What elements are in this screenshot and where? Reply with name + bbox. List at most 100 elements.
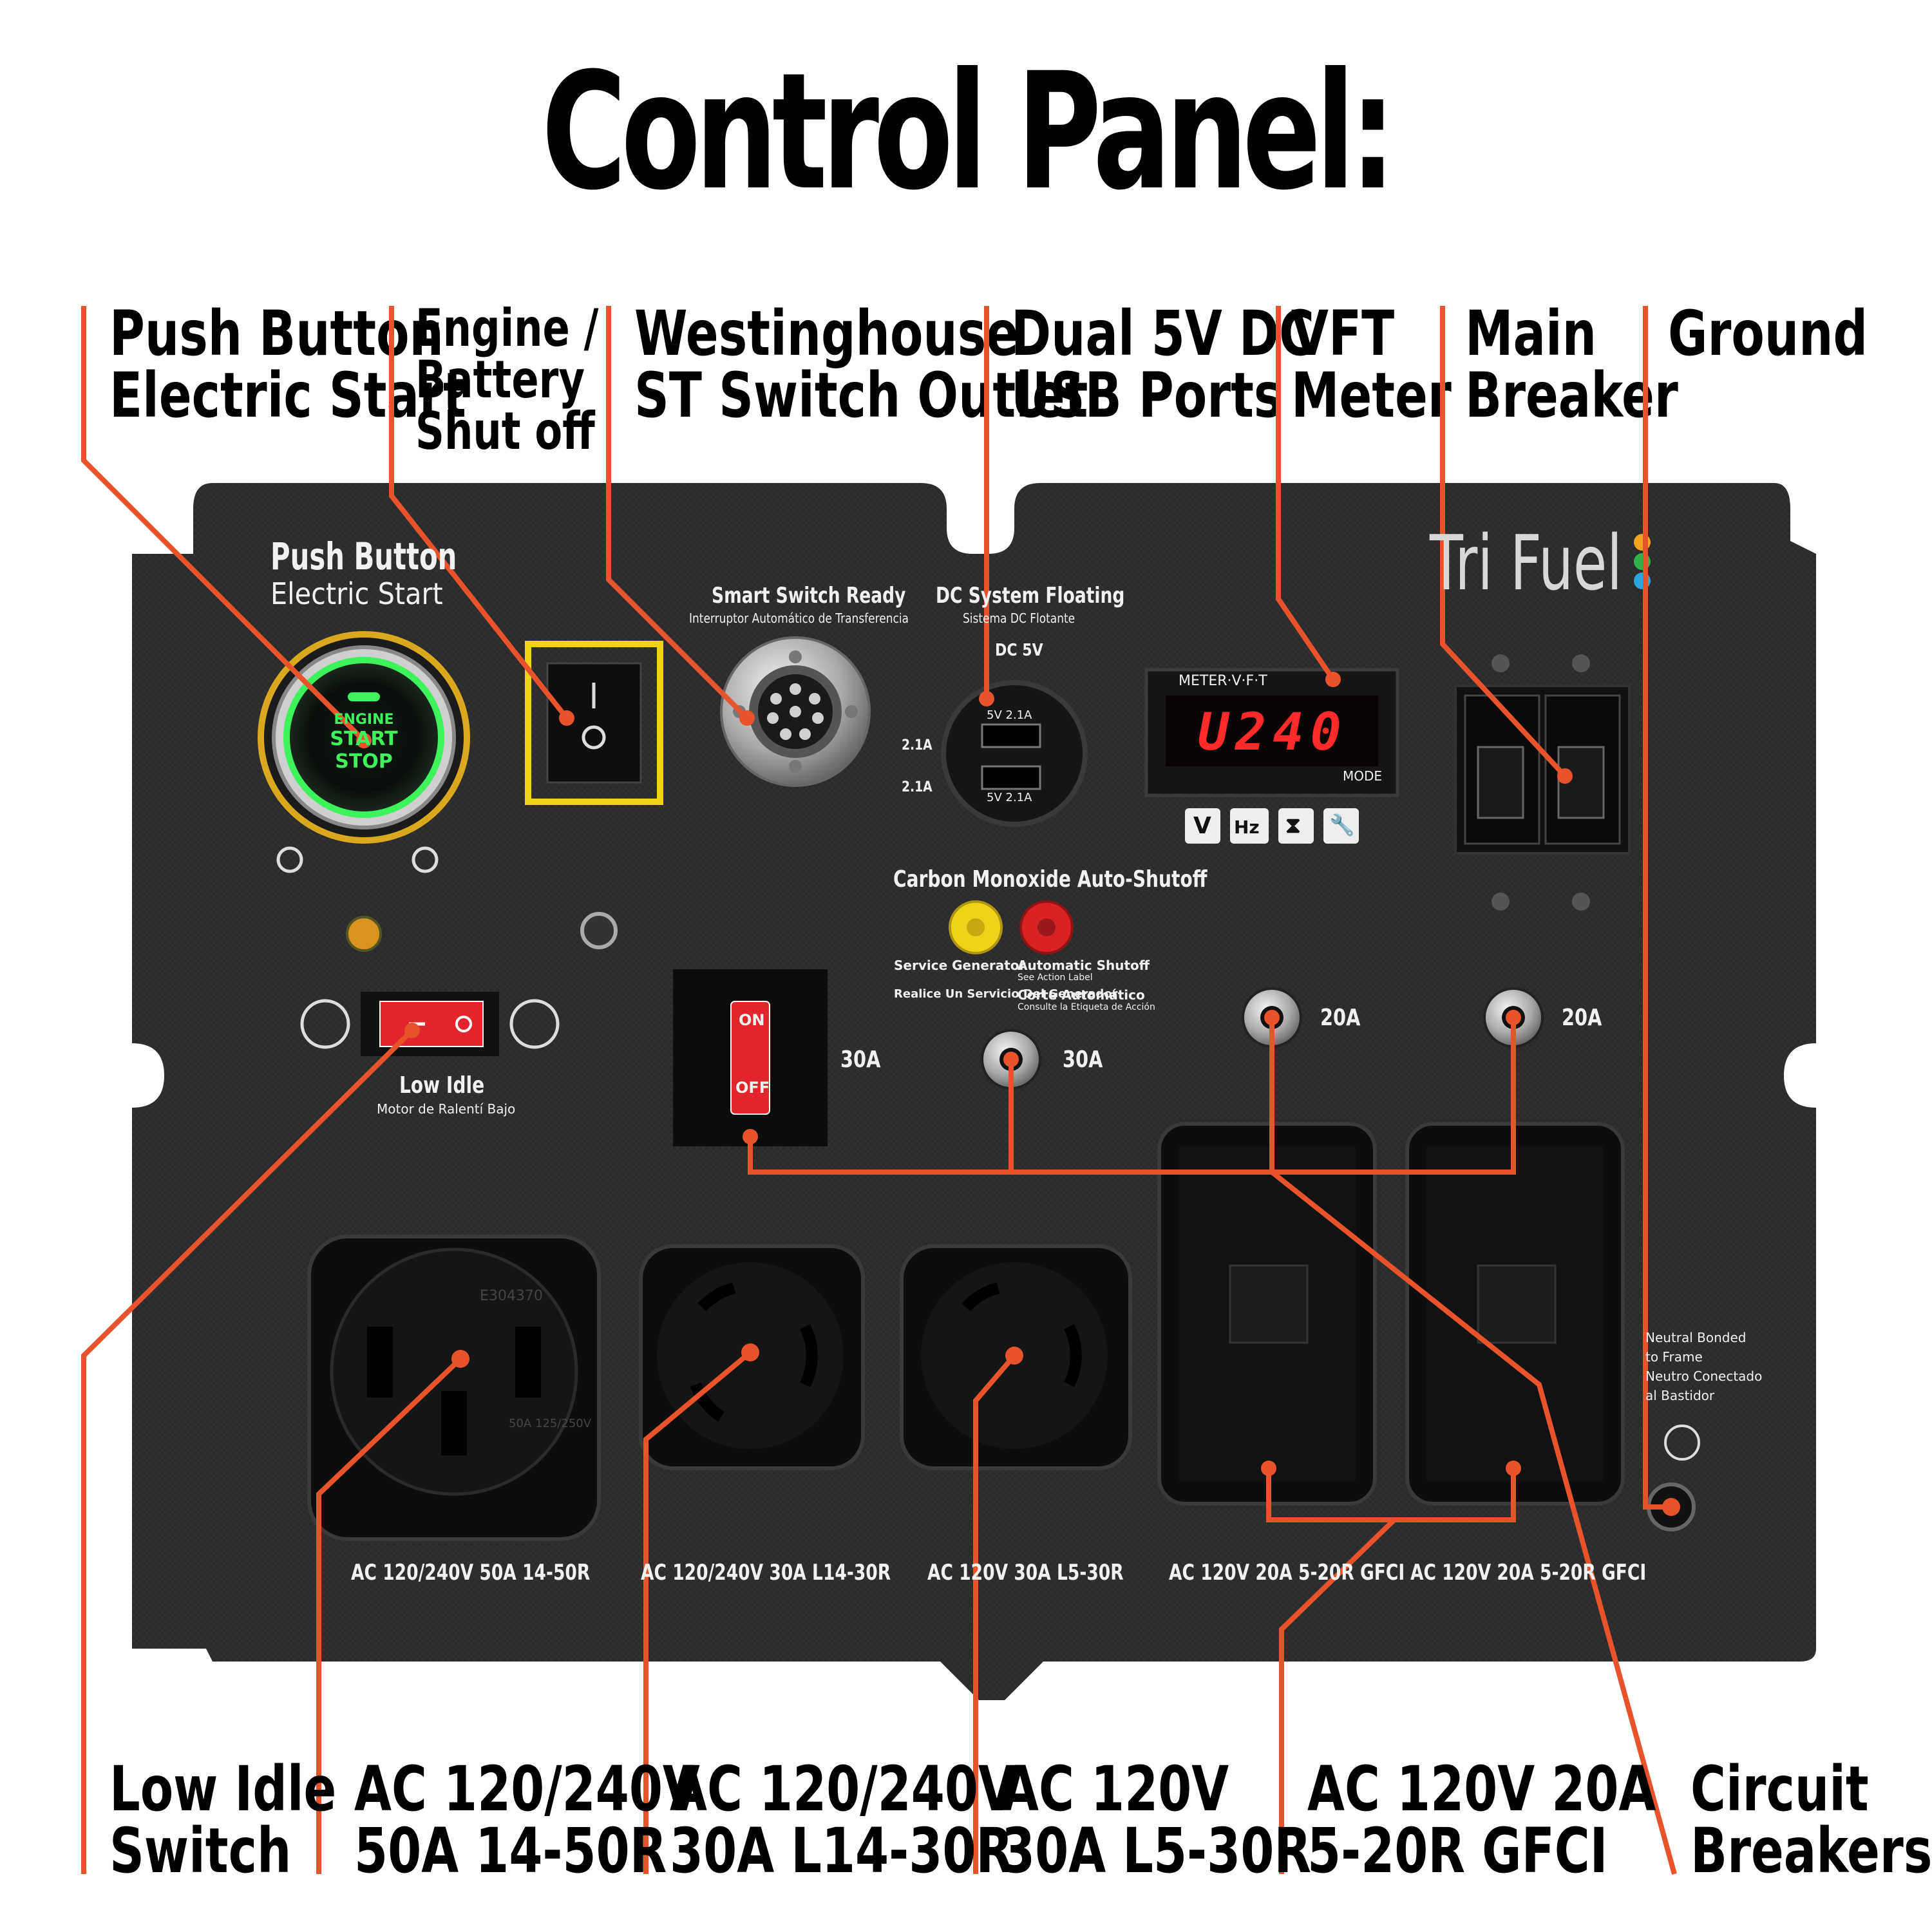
outlet-50-rating: 50A 125/250V: [509, 1417, 592, 1430]
vft-meter: [1144, 668, 1399, 797]
callout-st-switch: Westinghouse ST Switch Outlet: [634, 303, 1088, 426]
callout-usb: Dual 5V DC USB Ports: [1011, 303, 1314, 426]
meter-btn-hz[interactable]: Hz: [1234, 817, 1260, 838]
callout-engine-battery: Engine / Battery Shut off: [415, 303, 598, 457]
callout-lines: [81, 306, 1677, 1875]
callout-ground: Ground: [1668, 303, 1868, 365]
usb-port-1-label: 5V 2.1A: [987, 708, 1032, 722]
meter-btn-wrench[interactable]: 🔧: [1329, 813, 1355, 837]
breaker-20a-label-b: 20A: [1562, 1005, 1602, 1031]
start-label-start: START: [330, 728, 398, 750]
start-label-stop: STOP: [335, 750, 393, 773]
panel-push-button-sub: Electric Start: [270, 576, 443, 611]
engine-battery-switch-frame: [525, 641, 663, 805]
callout-line: AC 120V 20A: [1307, 1753, 1656, 1825]
callout-main-breaker: Main Breaker: [1465, 303, 1678, 426]
callout-line: Shut off: [415, 401, 595, 461]
meter-mode: MODE: [1343, 768, 1383, 784]
callout-line: AC 120/240V: [354, 1753, 700, 1825]
start-icons: [276, 846, 439, 873]
dc-floating-label: DC System Floating: [936, 583, 1125, 609]
callout-line: 50A 14-50R: [354, 1815, 667, 1887]
service-generator-label: Service Generator: [894, 958, 1026, 973]
callout-line: 5-20R GFCI: [1307, 1815, 1608, 1887]
auto-shutoff-label: Automatic Shutoff: [1018, 958, 1150, 973]
callout-line: VFT: [1291, 298, 1395, 370]
outlet-gfci-1: [1157, 1122, 1377, 1506]
breaker-30a-switch: [673, 969, 828, 1146]
outlet-label-gfci-2: AC 120V 20A 5-20R GFCI: [1410, 1560, 1647, 1586]
panel-push-button-title: Push Button: [270, 535, 457, 578]
callout-line: USB Ports: [1011, 359, 1283, 431]
low-idle-label: Low Idle: [399, 1072, 485, 1099]
breaker-30a-label-b: 30A: [1063, 1046, 1103, 1073]
meter-btn-v[interactable]: V: [1193, 813, 1211, 839]
neutral-line-3: Neutro Conectado: [1645, 1368, 1763, 1384]
callout-line: Ground: [1668, 298, 1868, 370]
callout-line: Engine /: [415, 298, 599, 358]
meter-reading: U240: [1198, 702, 1348, 762]
callout-line: Push Button: [109, 298, 444, 370]
breaker-30a-label-a: 30A: [840, 1046, 881, 1073]
callout-line: Main: [1465, 298, 1597, 370]
switch-on-label: ON: [739, 1011, 765, 1029]
dc-5v-label: DC 5V: [995, 641, 1043, 660]
switch-off-label: OFF: [735, 1079, 770, 1097]
meter-label: METER·V·F·T: [1179, 673, 1267, 689]
charge-indicator-light: [346, 916, 382, 952]
callout-ac-l5: AC 120V 30A L5-30R: [1001, 1758, 1311, 1882]
outlet-50a: [307, 1235, 601, 1541]
outlet-label-50a: AC 120/240V 50A 14-50R: [351, 1560, 591, 1586]
usb-amp-2: 2.1A: [902, 779, 933, 795]
callout-line: Breakers: [1690, 1815, 1932, 1887]
outlet-gfci-2: [1405, 1122, 1625, 1506]
outlet-50-code: E304370: [480, 1288, 543, 1304]
callout-line: Low Idle: [109, 1753, 337, 1825]
neutral-line-4: al Bastidor: [1645, 1388, 1715, 1403]
page-title: Control Panel:: [541, 38, 1396, 225]
callout-line: ST Switch Outlet: [634, 359, 1088, 431]
smart-switch-label: Smart Switch Ready: [712, 583, 906, 609]
neutral-line-2: to Frame: [1645, 1349, 1703, 1365]
outlet-label-l14: AC 120/240V 30A L14-30R: [641, 1560, 891, 1586]
breaker-20a-label-a: 20A: [1320, 1005, 1361, 1031]
start-label-engine: ENGINE: [334, 712, 394, 728]
callout-low-idle: Low Idle Switch: [109, 1758, 336, 1882]
callout-line: Switch: [109, 1815, 292, 1887]
usb-port-2-label: 5V 2.1A: [987, 791, 1032, 804]
meter-buttons: [1185, 808, 1359, 844]
service-generator-es: Realice Un Servicio Del Generador: [894, 987, 1118, 1001]
dc-floating-es: Sistema DC Flotante: [963, 611, 1075, 626]
callout-line: Battery: [415, 350, 585, 410]
auto-shutoff-es: Corte Automático: [1018, 987, 1145, 1003]
callout-line: 30A L14-30R: [670, 1815, 1014, 1887]
outlet-label-l5: AC 120V 30A L5-30R: [927, 1560, 1124, 1586]
callout-ac-50a: AC 120/240V 50A 14-50R: [354, 1758, 700, 1882]
battery-charge-port: [580, 912, 618, 949]
callout-line: Electric Start: [109, 359, 466, 431]
callout-breakers: Circuit Breakers: [1690, 1758, 1932, 1882]
co-title: Carbon Monoxide Auto-Shutoff: [893, 866, 1208, 893]
brand-logo: Tri Fuel: [1430, 518, 1622, 607]
callout-line: Dual 5V DC: [1011, 298, 1314, 370]
outlet-label-gfci-1: AC 120V 20A 5-20R GFCI: [1169, 1560, 1405, 1586]
callout-gfci: AC 120V 20A 5-20R GFCI: [1307, 1758, 1656, 1882]
low-idle-es: Motor de Ralentí Bajo: [377, 1101, 516, 1117]
callout-line: Circuit: [1690, 1753, 1869, 1825]
low-idle-switch: [361, 992, 499, 1056]
usb-amp-1: 2.1A: [902, 737, 933, 753]
callout-push-button: Push Button Electric Start: [109, 303, 466, 426]
callout-ac-l14: AC 120/240V 30A L14-30R: [670, 1758, 1016, 1882]
callout-line: AC 120/240V: [670, 1753, 1016, 1825]
smart-switch-es: Interruptor Automático de Transferencia: [689, 611, 909, 626]
auto-shutoff-es-sub: Consulte la Etiqueta de Acción: [1018, 1002, 1155, 1012]
neutral-line-1: Neutral Bonded: [1645, 1330, 1747, 1345]
callout-vft: VFT Meter: [1291, 303, 1452, 426]
st-switch-outlet: [720, 636, 871, 787]
meter-btn-timer[interactable]: ⧗: [1285, 813, 1301, 838]
callout-line: Westinghouse: [634, 298, 1019, 370]
callout-line: Meter: [1291, 359, 1452, 431]
callout-line: Breaker: [1465, 359, 1678, 431]
auto-shutoff-sub: See Action Label: [1018, 972, 1093, 983]
